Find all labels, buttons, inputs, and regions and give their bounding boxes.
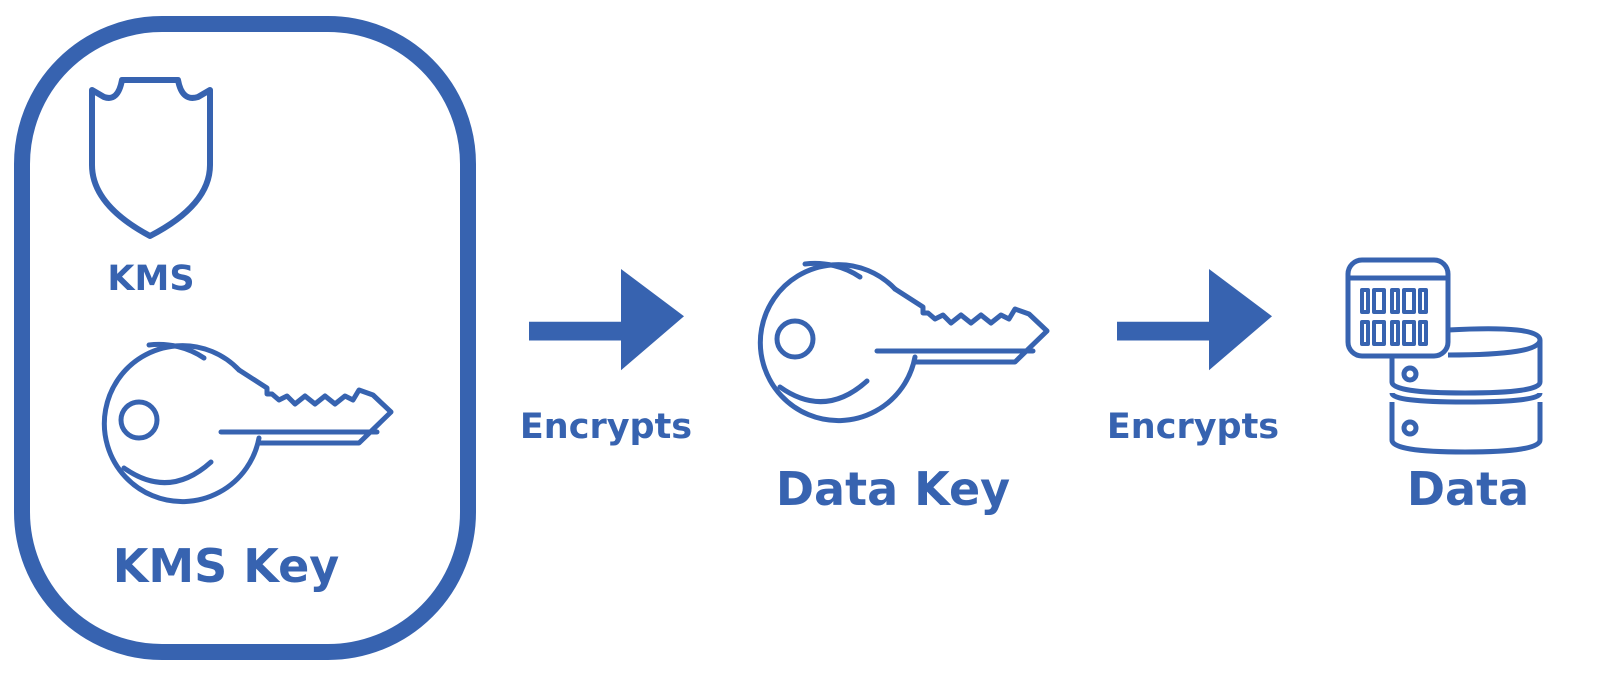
shield-icon bbox=[89, 77, 213, 239]
kms-container bbox=[14, 16, 476, 660]
kms-key-icon bbox=[104, 344, 391, 501]
right-arrow-icon bbox=[529, 269, 684, 371]
right-arrow-icon bbox=[1117, 269, 1272, 371]
data-key-label: Data Key bbox=[775, 462, 1011, 516]
database-binary-icon bbox=[1345, 257, 1543, 455]
data-label: Data bbox=[1406, 462, 1530, 516]
encrypts-label-2: Encrypts bbox=[1106, 407, 1280, 447]
encrypts-label-1: Encrypts bbox=[519, 407, 693, 447]
kms-key-label: KMS Key bbox=[112, 539, 340, 593]
data-key-icon bbox=[760, 263, 1047, 420]
kms-service-label: KMS bbox=[107, 259, 195, 299]
